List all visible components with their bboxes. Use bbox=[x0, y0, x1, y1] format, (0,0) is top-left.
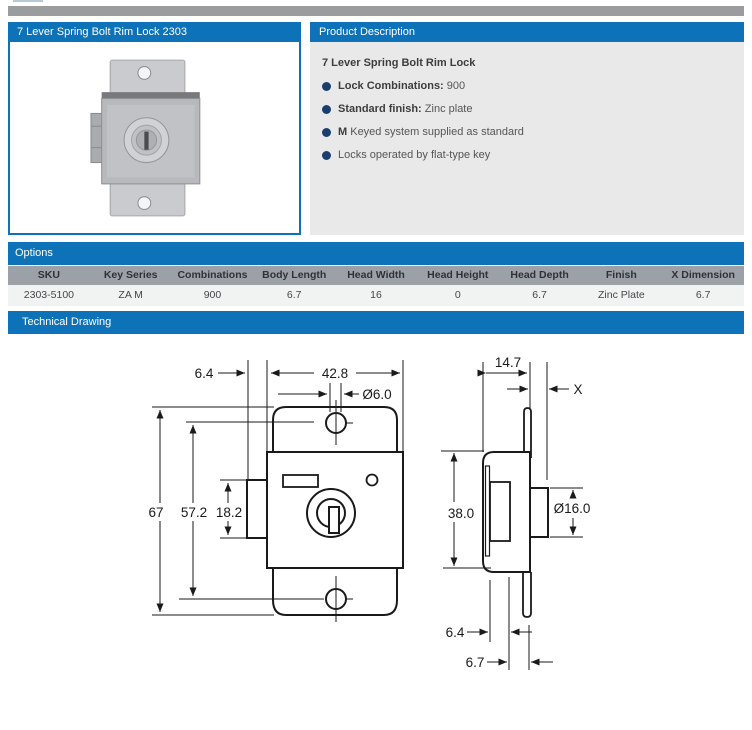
dim-label: Ø16.0 bbox=[554, 501, 591, 516]
dim-label: Ø6.0 bbox=[362, 387, 391, 402]
side-view-drawing: 14.7 X 38.0 Ø16.0 6.4 6.7 bbox=[441, 355, 590, 670]
col-header-head-height: Head Height bbox=[427, 269, 489, 281]
col-header-body-length: Body Length bbox=[262, 269, 327, 281]
product-image-box bbox=[8, 42, 301, 235]
cell-x-dimension: 6.7 bbox=[695, 289, 711, 301]
description-title-bar: Product Description bbox=[310, 22, 744, 42]
side-bottom-flange bbox=[522, 572, 532, 618]
list-item: Locks operated by flat-type key bbox=[322, 149, 732, 161]
col-header-sku: SKU bbox=[37, 269, 60, 281]
product-title-bar: 7 Lever Spring Bolt Rim Lock 2303 bbox=[8, 22, 301, 42]
cell-head-height: 0 bbox=[454, 289, 461, 301]
dim-label: 6.7 bbox=[466, 655, 485, 670]
dim-label: 67 bbox=[148, 505, 163, 520]
side-top-flange bbox=[523, 407, 532, 458]
bullet-icon bbox=[322, 150, 331, 160]
front-bolt bbox=[246, 479, 269, 539]
dim-label: 57.2 bbox=[181, 505, 207, 520]
cell-head-width: 16 bbox=[370, 289, 382, 301]
cell-combinations: 900 bbox=[203, 289, 222, 301]
side-inner-case bbox=[489, 481, 511, 542]
photo-top-hole bbox=[136, 65, 151, 80]
cropped-content-artifact bbox=[13, 0, 43, 2]
bullet-icon bbox=[322, 81, 331, 91]
options-table-header: SKU Key Series Combinations Body Length … bbox=[8, 266, 744, 285]
col-header-key-series: Key Series bbox=[103, 269, 158, 281]
list-item: M Keyed system supplied as standard bbox=[322, 126, 732, 138]
col-header-x-dimension: X Dimension bbox=[671, 269, 735, 281]
photo-body-gap bbox=[101, 91, 200, 101]
product-photo bbox=[89, 59, 200, 216]
technical-drawing: 6.4 42.8 Ø6.0 67 57.2 18.2 bbox=[148, 355, 590, 670]
description-heading: 7 Lever Spring Bolt Rim Lock bbox=[322, 57, 476, 69]
options-section-bar: Options bbox=[8, 242, 744, 265]
col-header-head-depth: Head Depth bbox=[510, 269, 569, 281]
photo-keyhole-slot bbox=[143, 131, 149, 150]
options-table: SKU Key Series Combinations Body Length … bbox=[8, 266, 744, 306]
col-header-head-width: Head Width bbox=[347, 269, 405, 281]
dim-label: X bbox=[573, 382, 582, 397]
bullet-icon bbox=[322, 104, 331, 114]
list-item: Standard finish: Zinc plate bbox=[322, 103, 732, 115]
front-key-slot bbox=[328, 506, 340, 534]
cell-finish: Zinc Plate bbox=[598, 289, 645, 301]
col-header-combinations: Combinations bbox=[177, 269, 248, 281]
dim-label: 38.0 bbox=[448, 506, 474, 521]
dim-label: 14.7 bbox=[495, 355, 521, 370]
bullet-icon bbox=[322, 127, 331, 137]
dim-label: 6.4 bbox=[195, 366, 214, 381]
front-slot bbox=[282, 474, 319, 488]
product-image-panel: 7 Lever Spring Bolt Rim Lock 2303 bbox=[8, 22, 301, 235]
cell-head-depth: 6.7 bbox=[532, 289, 547, 301]
photo-bottom-hole bbox=[136, 195, 151, 210]
cell-body-length: 6.7 bbox=[286, 289, 302, 301]
list-item: Lock Combinations: 900 bbox=[322, 80, 732, 92]
side-cylinder-head bbox=[529, 487, 549, 538]
technical-drawing-section-bar: Technical Drawing bbox=[8, 311, 744, 334]
front-small-hole bbox=[365, 473, 379, 487]
table-row: 2303-5100 ZA M 900 6.7 16 0 6.7 Zinc Pla… bbox=[8, 285, 744, 306]
side-back-plate bbox=[484, 465, 491, 557]
product-description-panel: Product Description 7 Lever Spring Bolt … bbox=[310, 22, 744, 235]
dim-label: 18.2 bbox=[216, 505, 242, 520]
description-body: 7 Lever Spring Bolt Rim Lock Lock Combin… bbox=[310, 42, 744, 235]
cell-sku: 2303-5100 bbox=[23, 289, 74, 301]
dim-label: 6.4 bbox=[446, 625, 465, 640]
col-header-finish: Finish bbox=[605, 269, 637, 281]
front-view-drawing: 6.4 42.8 Ø6.0 67 57.2 18.2 bbox=[148, 360, 404, 622]
dim-label: 42.8 bbox=[322, 366, 348, 381]
cell-key-series: ZA M bbox=[118, 289, 143, 301]
top-divider-bar bbox=[8, 6, 744, 16]
